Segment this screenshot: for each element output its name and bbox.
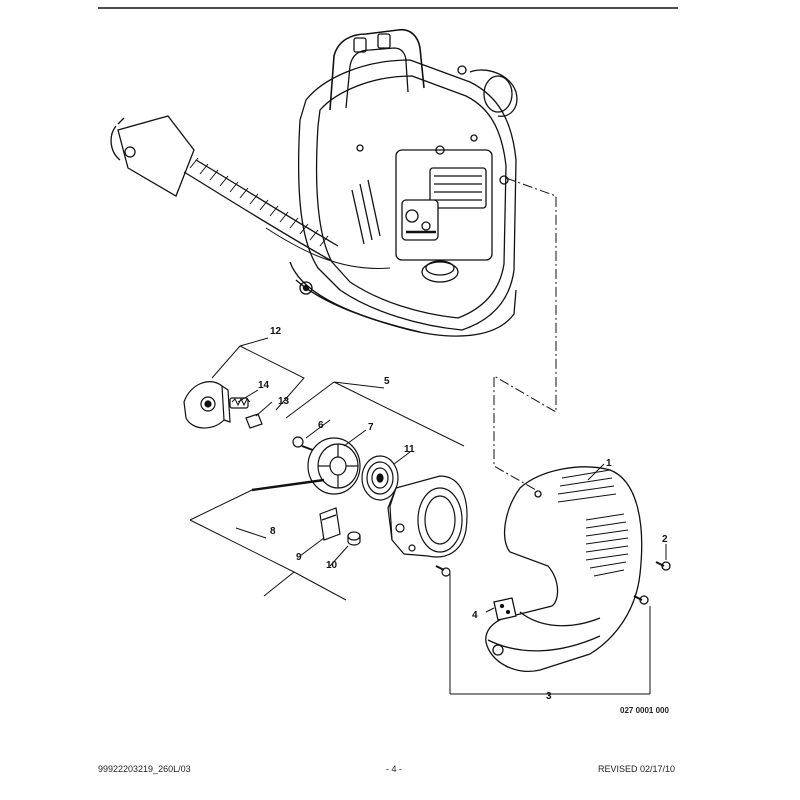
blower-assembly-illustration: [289, 28, 518, 337]
blower-tube-illustration: [110, 115, 391, 269]
engine-cover-illustration: [485, 466, 671, 672]
part-label-4: 4: [472, 610, 478, 621]
part-label-8: 8: [270, 526, 276, 537]
part-label-2: 2: [662, 534, 668, 545]
footer-revision: REVISED 02/17/10: [598, 764, 676, 774]
part-label-11: 11: [404, 444, 415, 455]
leader-lines: [189, 337, 667, 695]
footer-page-number: - 4 -: [386, 764, 403, 774]
part-label-13: 13: [278, 396, 290, 407]
part-label-14: 14: [258, 380, 270, 391]
drawing-code: 027 0001 000: [620, 706, 669, 715]
part-label-10: 10: [326, 560, 338, 571]
part-labels: 1 2 3 4 5 6 7 8 9 10 11 12 13 14: [258, 326, 668, 702]
part-label-6: 6: [318, 420, 324, 431]
part-label-12: 12: [270, 326, 282, 337]
part-label-3: 3: [546, 691, 552, 702]
part-label-5: 5: [384, 376, 390, 387]
part-label-9: 9: [296, 552, 302, 563]
part-label-7: 7: [368, 422, 374, 433]
part-label-1: 1: [606, 458, 612, 469]
alignment-line: [493, 177, 557, 491]
footer-doc-number: 99922203219_260L/03: [98, 764, 191, 774]
starter-parts-illustration: [183, 381, 468, 577]
